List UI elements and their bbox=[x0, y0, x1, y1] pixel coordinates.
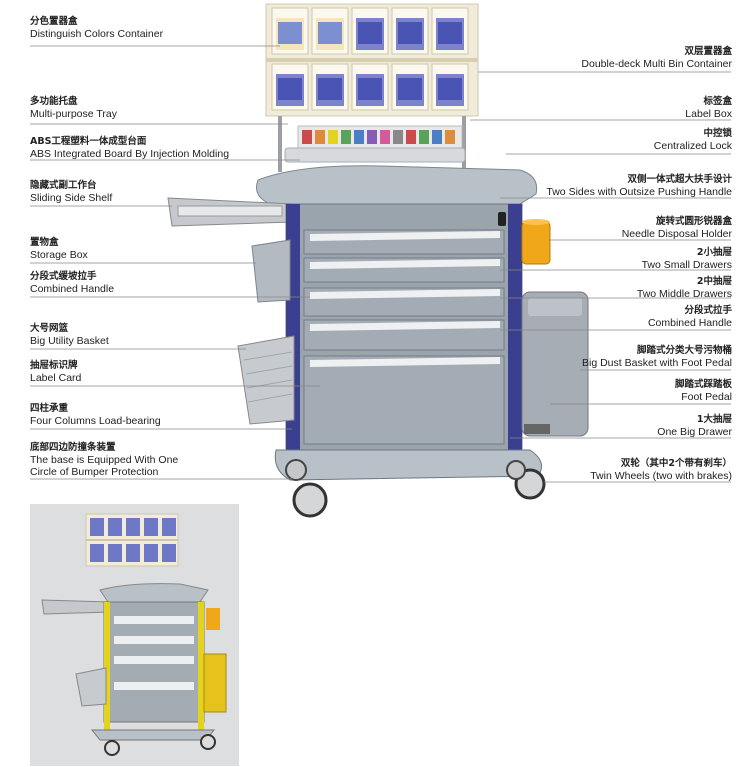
drawer bbox=[303, 257, 505, 283]
drawer bbox=[303, 319, 505, 351]
label-tab bbox=[315, 130, 325, 144]
centralized-lock-icon bbox=[498, 212, 506, 226]
label-tab bbox=[380, 130, 390, 144]
bin bbox=[431, 63, 469, 111]
drawer-handle bbox=[310, 357, 500, 367]
label-tab bbox=[445, 130, 455, 144]
bin bbox=[391, 63, 429, 111]
label-tab bbox=[432, 130, 442, 144]
multi-purpose-tray bbox=[284, 147, 466, 163]
storage-box bbox=[251, 239, 291, 303]
trolley-photo-illustration bbox=[30, 504, 239, 766]
twin-wheels bbox=[285, 459, 546, 518]
drawer-handle bbox=[310, 231, 500, 241]
bin bbox=[391, 7, 429, 55]
label-tab bbox=[367, 130, 377, 144]
product-photo-yellow-variant bbox=[30, 504, 239, 766]
label-tab bbox=[328, 130, 338, 144]
label-tab bbox=[406, 130, 416, 144]
drawer bbox=[303, 287, 505, 317]
bin bbox=[311, 63, 349, 111]
label-tab bbox=[354, 130, 364, 144]
callout-leader-lines bbox=[30, 45, 731, 483]
bin bbox=[431, 7, 469, 55]
drawer-handle bbox=[310, 321, 500, 331]
bin-row bbox=[271, 7, 469, 111]
bin bbox=[351, 63, 389, 111]
drawer bbox=[303, 355, 505, 445]
callout-twin-wheels: 双轮（其中2个带有刹车）Twin Wheels (two with brakes… bbox=[590, 458, 732, 482]
bin bbox=[271, 7, 309, 55]
drawer bbox=[303, 229, 505, 255]
abs-top-board bbox=[256, 165, 538, 205]
dust-basket bbox=[521, 291, 589, 437]
drawer-handle bbox=[310, 289, 500, 299]
needle-disposal-holder bbox=[521, 219, 551, 265]
bumper-base bbox=[274, 449, 543, 481]
label-tab bbox=[341, 130, 351, 144]
bin bbox=[311, 7, 349, 55]
bin bbox=[271, 63, 309, 111]
label-strip bbox=[302, 130, 455, 144]
drawer-stack bbox=[303, 229, 505, 445]
foot-pedal bbox=[524, 424, 550, 434]
label-tab bbox=[419, 130, 429, 144]
drawer-handle bbox=[310, 259, 500, 269]
big-utility-basket bbox=[237, 335, 295, 425]
bin bbox=[351, 7, 389, 55]
label-tab bbox=[393, 130, 403, 144]
label-tab bbox=[302, 130, 312, 144]
